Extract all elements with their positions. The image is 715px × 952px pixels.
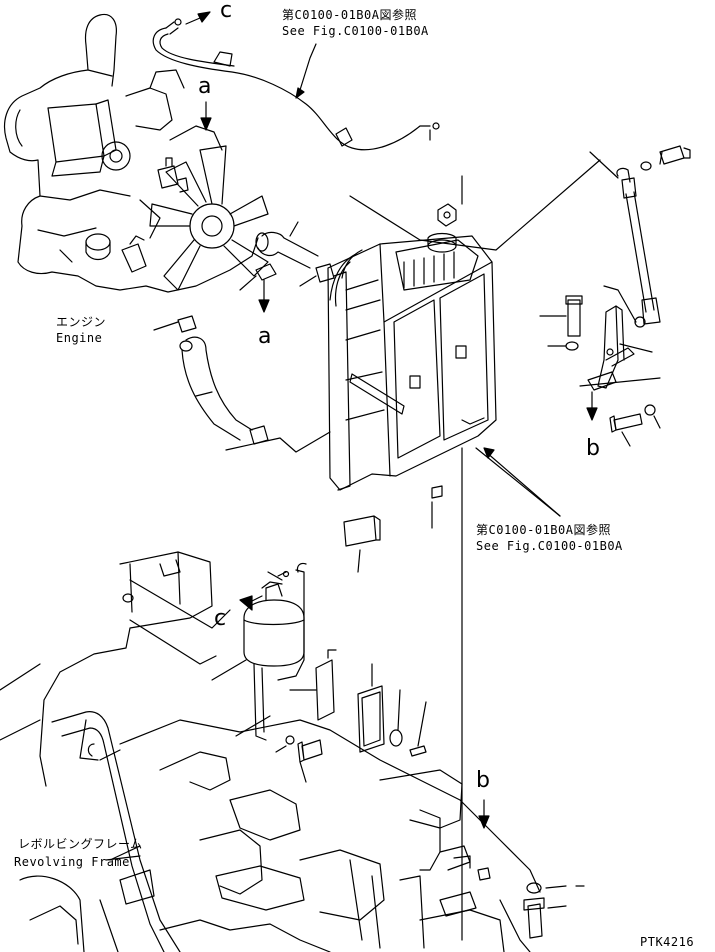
hose-clamp [177,315,197,333]
plate [315,659,335,721]
leader-line [99,749,141,861]
arrow-a-head [258,299,270,313]
bolt-right-mid [539,295,583,351]
arrow-b-head [586,407,598,421]
arrow-b-bottom-head [478,815,490,829]
bolt-bottom-right [523,882,585,939]
engine-label-jp: エンジン [56,315,107,329]
clip [315,263,335,283]
gasket-inner [361,691,381,747]
lower-hose [179,336,253,441]
clip [409,745,427,757]
leader-line [485,451,561,517]
pad [343,515,381,547]
seal [389,729,403,747]
reserve-tank [243,562,307,741]
bolt-top-right [589,145,691,179]
bracket-right [587,305,635,391]
bracket [121,235,147,273]
engine-label-en: Engine [56,331,103,345]
marker-b: b [586,436,600,461]
reference-note-en: See Fig.C0100-01B0A [282,24,429,38]
leader-line [235,715,307,783]
leader-line [267,571,283,581]
leader-line [397,689,401,731]
leader-line [357,549,361,573]
upper-hose [255,231,319,269]
spacer [431,485,443,499]
frame-label-en: Revolving Frame [14,855,130,869]
washer [285,735,295,745]
arrow-head [197,11,211,23]
frame-label-jp: レボルビングフレーム [18,837,143,851]
nut [437,203,457,227]
cooling-fan [149,145,269,291]
marker-c: c [214,606,227,631]
hose-clamp [255,263,277,281]
arrow-a-top-head [200,117,212,131]
leader-line [299,43,317,91]
leader-line [211,659,247,681]
arrow-head [483,447,495,459]
revolving-frame [0,551,541,952]
arrow-head [295,87,305,99]
marker-b: b [476,768,490,793]
drawing-id: PTK4216 [640,935,695,949]
reference-note-en: See Fig.C0100-01B0A [476,539,623,553]
sensor-hose [152,18,440,151]
arrow-c-top [185,17,201,25]
bolt-right-low [579,343,661,447]
support-rod [603,167,661,328]
nut-hole [443,211,451,219]
marker-a: a [258,324,272,349]
plate-tab [327,649,337,659]
reference-note-jp: 第C0100-01B0A図参照 [476,523,611,537]
radiator [327,232,497,491]
bolt [297,739,323,763]
leader-line [417,701,427,747]
arrow-c-head [239,595,253,611]
engine-outline [3,13,259,293]
marker-a: a [198,74,212,99]
gasket [357,685,385,753]
leader-lines [153,129,601,517]
reference-note-jp: 第C0100-01B0A図参照 [282,8,417,22]
hose-clamp [249,425,269,445]
marker-c: c [220,0,233,23]
